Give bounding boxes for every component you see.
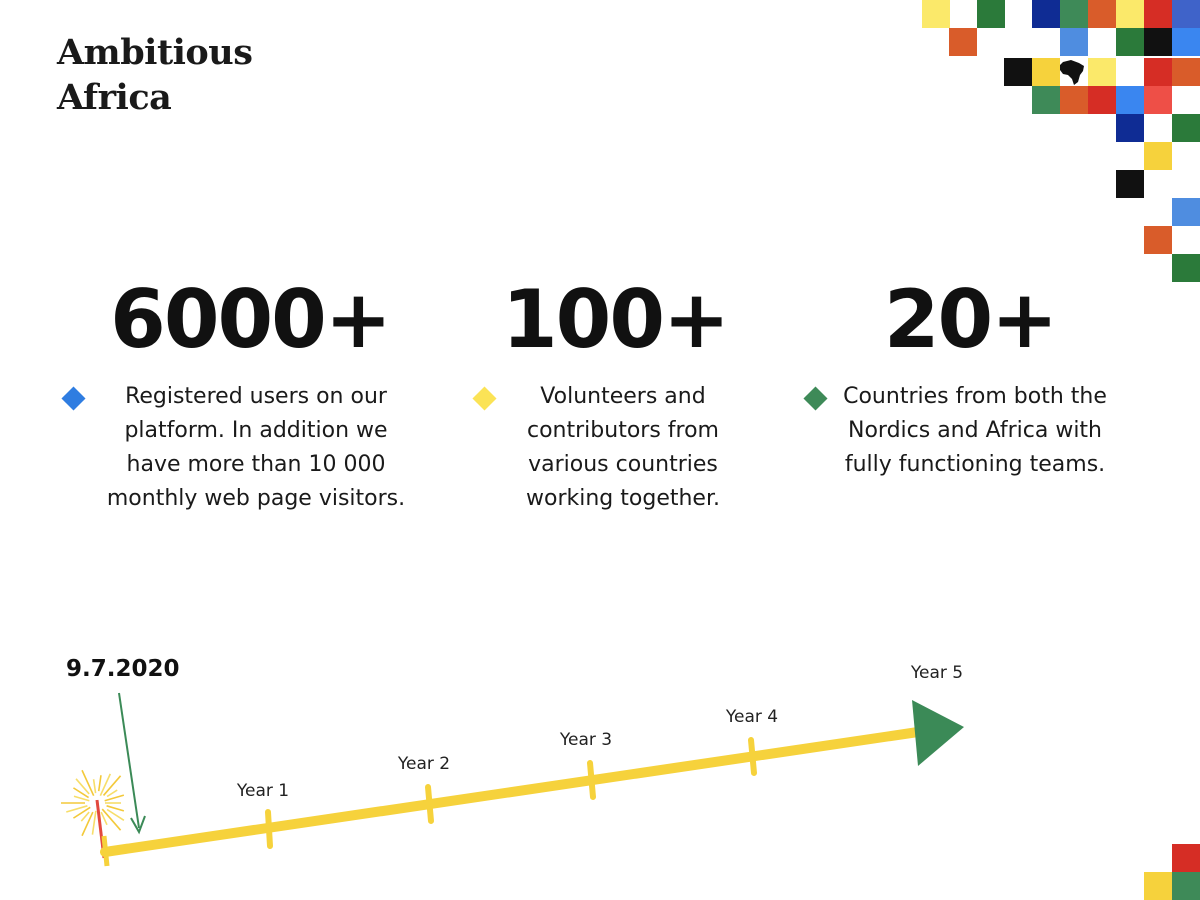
stat-value: 6000+ [110,273,392,366]
stat-description: Countries from both the Nordics and Afri… [843,384,1107,477]
pointer-arrow-icon [118,692,146,835]
stat-value: 100+ [501,273,730,366]
stat-users: 6000+ Registered users on our platform. … [60,272,440,516]
brand-line-2: Africa [57,77,172,118]
africa-icon [1060,60,1084,85]
milestone-tick [748,737,757,776]
timeline: 9.7.2020 Year 1 Year 2 Year 3 Year 4 Yea… [61,656,964,867]
stat-value: 20+ [883,273,1058,366]
timeline-start-tick [101,835,110,867]
stat-countries: 20+ Countries from both the Nordics and … [800,272,1140,482]
arrow-head-icon [912,700,964,766]
brand-logo: Ambitious Africa [57,30,253,120]
milestone-label-year-4: Year 4 [725,707,778,727]
milestone-label-year-5: Year 5 [910,663,963,683]
brand-line-1: Ambitious [57,32,253,73]
milestone-tick [587,760,596,800]
stat-description: Registered users on our platform. In add… [106,384,406,511]
milestone-label-year-2: Year 2 [397,754,450,774]
stat-description: Volunteers and contributors from various… [526,384,720,511]
milestone-tick [425,784,434,824]
milestone-label-year-3: Year 3 [559,730,612,750]
sparkler-icon [61,769,125,859]
stat-volunteers: 100+ Volunteers and contributors from va… [470,272,760,516]
milestone-tick [265,809,273,849]
timeline-track [100,727,923,857]
milestone-label-year-1: Year 1 [236,781,289,801]
timeline-start-date: 9.7.2020 [66,656,180,682]
